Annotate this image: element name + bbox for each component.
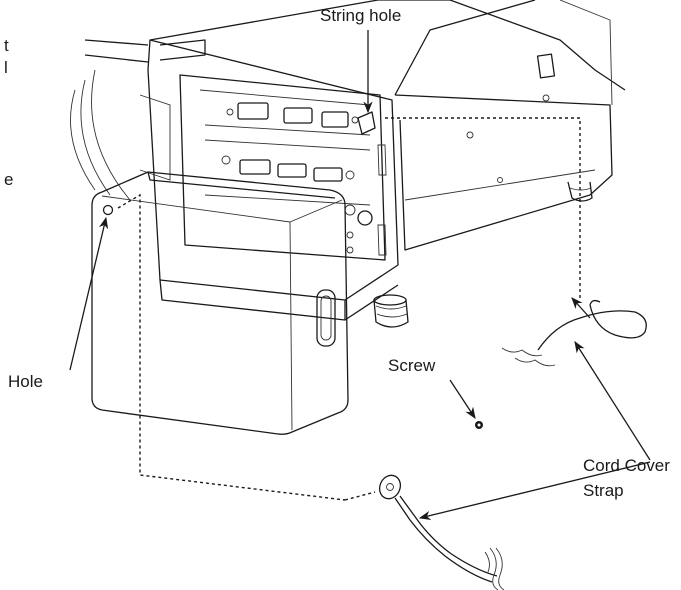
side-text-fragment: e	[4, 170, 14, 189]
label-cord-cover-line2: Strap	[583, 481, 624, 500]
string-loop	[501, 299, 647, 367]
cord-cover	[91, 171, 349, 435]
connector-row-top	[226, 102, 359, 128]
side-text-fragment: l	[4, 58, 8, 77]
label-string-hole: String hole	[320, 6, 402, 25]
routing-guide-lines	[117, 117, 581, 501]
label-cord-cover-line1: Cord Cover	[583, 456, 670, 475]
hole-marker	[102, 204, 114, 216]
string-hole-bracket	[357, 111, 376, 135]
label-screw: Screw	[388, 356, 436, 375]
leader-arrows	[69, 30, 651, 521]
side-text-fragment: t	[4, 36, 9, 55]
connector-row-lower	[344, 204, 373, 254]
cord-cover-handle	[316, 289, 336, 347]
label-hole: Hole	[8, 372, 43, 391]
projector-body	[70, 0, 626, 328]
screw-part	[475, 421, 483, 429]
cord-cover-strap	[378, 474, 505, 590]
projector-foot	[373, 294, 409, 328]
connector-row-middle	[221, 155, 355, 182]
